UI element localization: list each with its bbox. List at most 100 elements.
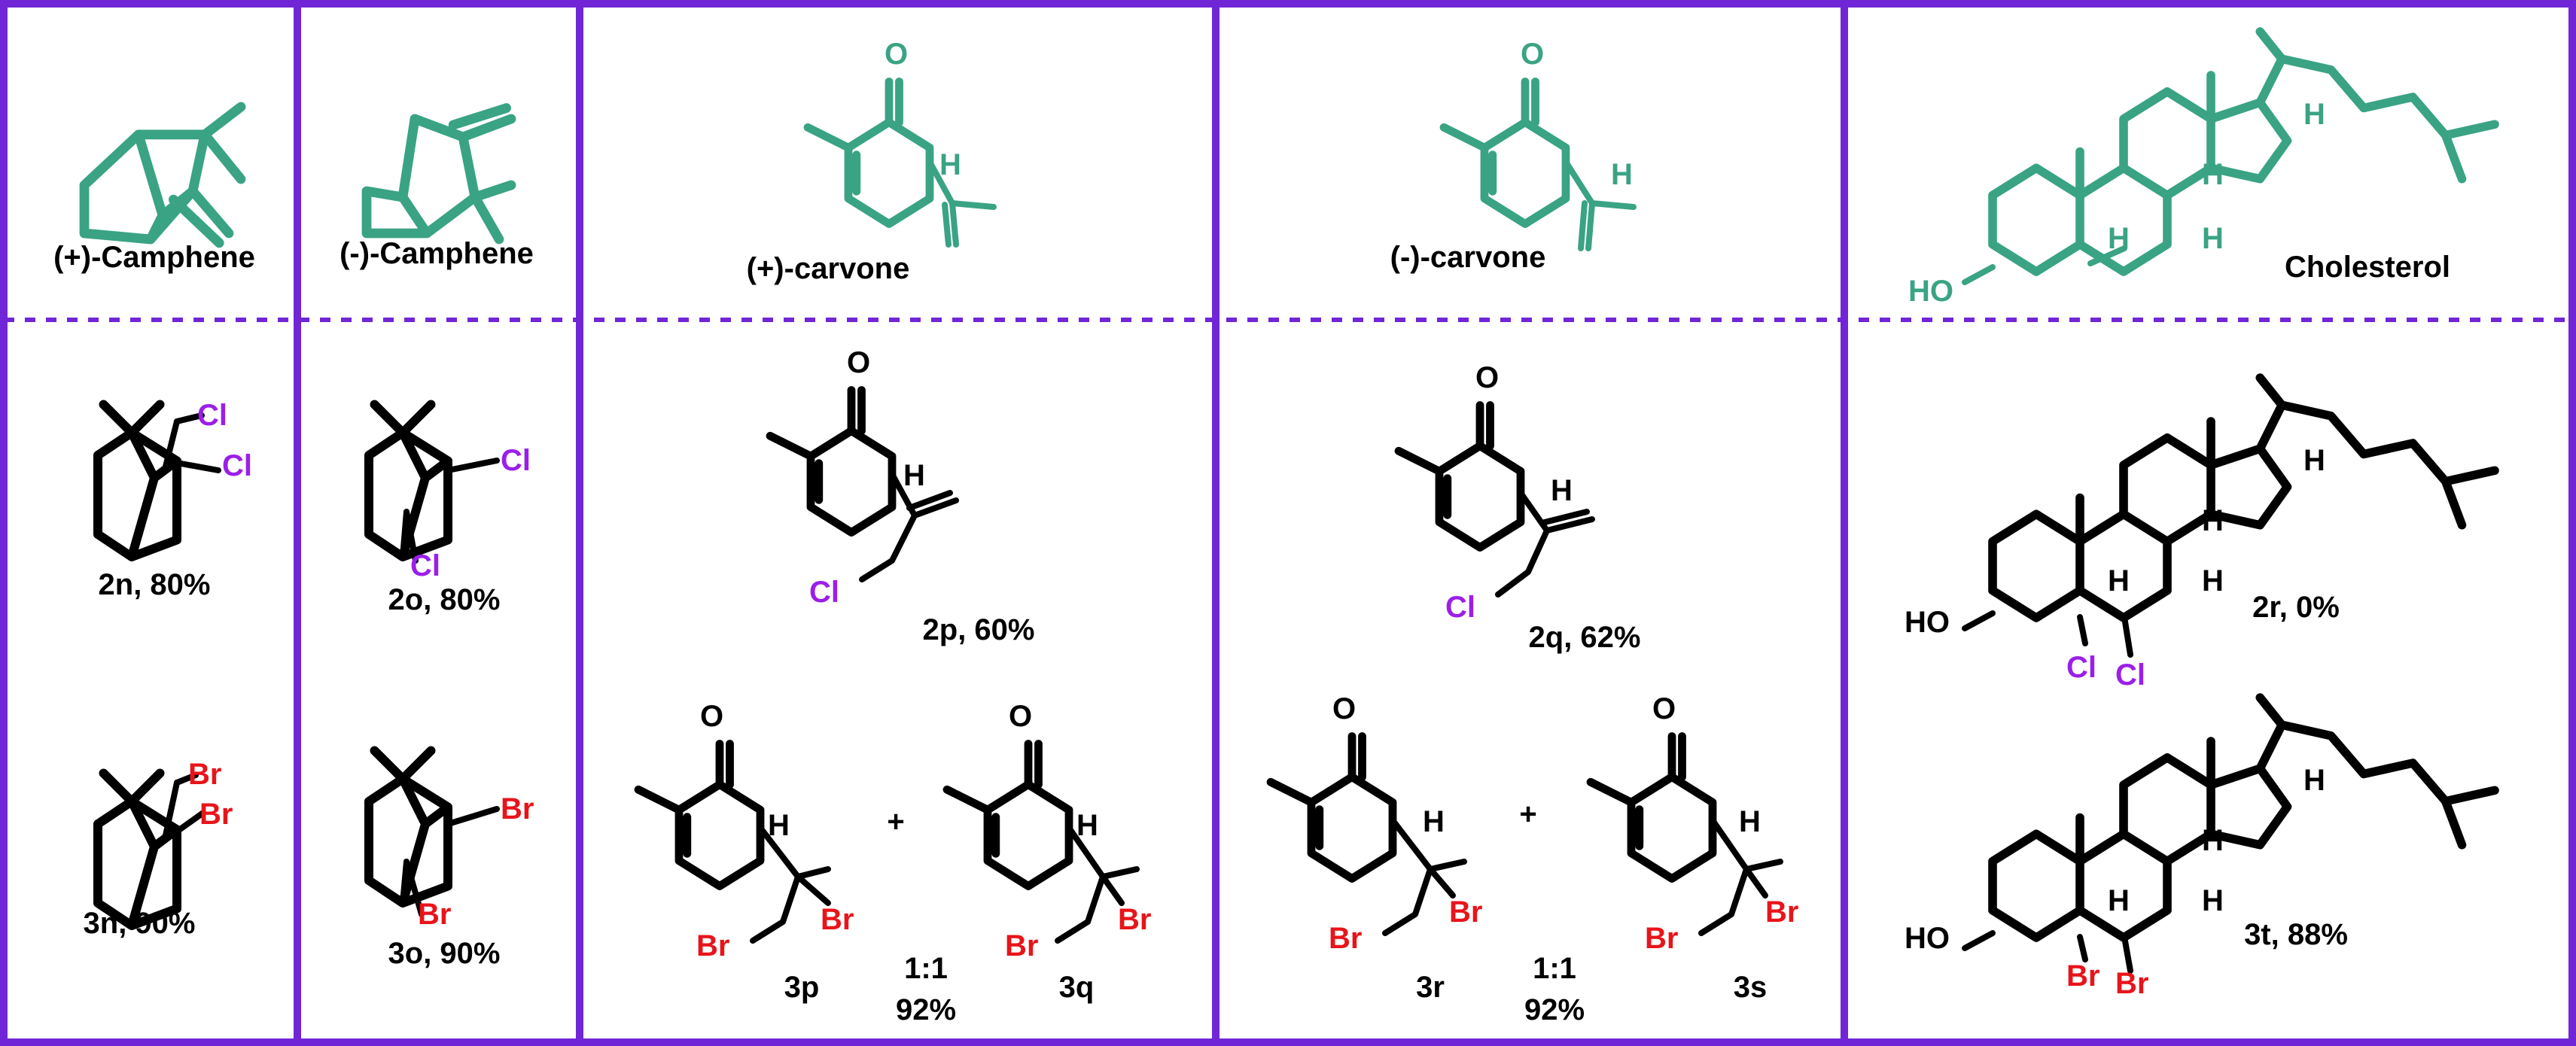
structure-2n — [98, 405, 177, 558]
atom-o: O — [1521, 38, 1544, 71]
atom-br: Br — [696, 929, 729, 962]
atom-h: H — [903, 459, 925, 492]
c3-hydroxyl-bond — [1962, 930, 1996, 951]
product-code: 3q — [1059, 971, 1095, 1004]
atom-h: H — [1076, 809, 1098, 842]
atom-o: O — [700, 700, 723, 733]
atom-br: Br — [2066, 959, 2099, 993]
column-cholesterol: HO H H H H Cholesterol HO H H H H Cl Cl … — [1905, 32, 2495, 1000]
atom-o: O — [885, 38, 908, 71]
structure-3q — [947, 744, 1069, 886]
atom-h: H — [2108, 222, 2130, 255]
structure-3p — [638, 744, 760, 886]
product-code: 3s — [1734, 971, 1768, 1004]
c5-cl-bond — [2077, 614, 2088, 646]
atom-br: Br — [1449, 895, 1482, 929]
product-code: 3r — [1416, 971, 1445, 1004]
c5-c6-double-bond — [2087, 245, 2127, 266]
atom-h: H — [2202, 884, 2224, 917]
compound-name: (-)-Camphene — [340, 237, 534, 270]
structure-3r — [1271, 737, 1393, 879]
atom-br: Br — [1118, 903, 1151, 936]
compound-name: (+)-Camphene — [53, 241, 255, 274]
c3-hydroxyl-bond — [1962, 264, 1996, 285]
atom-br: Br — [199, 798, 233, 831]
atom-h: H — [1423, 805, 1445, 838]
atom-h: H — [1739, 805, 1761, 838]
atom-br: Br — [501, 792, 534, 826]
compound-name: Cholesterol — [2285, 251, 2450, 284]
c6-br-bond — [2121, 934, 2133, 974]
structure-minus-carvone — [1444, 82, 1566, 224]
atom-ho: HO — [1905, 922, 1950, 955]
atom-h: H — [2202, 504, 2224, 537]
structure-2p — [770, 391, 892, 533]
bond-ch2br — [163, 780, 180, 838]
structure-2q — [1399, 406, 1521, 548]
compound-name: (-)-carvone — [1390, 241, 1546, 274]
atom-br: Br — [1645, 922, 1678, 955]
atom-o: O — [1475, 361, 1499, 394]
atom-h: H — [1611, 158, 1633, 191]
bond-ch2br-2 — [403, 859, 425, 917]
atom-h: H — [2108, 564, 2130, 597]
bromopropyl — [1698, 817, 1783, 936]
atom-h: H — [2202, 222, 2224, 255]
bond-br — [445, 806, 500, 827]
atom-h: H — [2202, 158, 2224, 191]
column-minus-camphene: (-)-Camphene Cl Cl 2o, 80% Br Br 3o, 90% — [340, 108, 534, 970]
product-code: 2r, 0% — [2252, 591, 2340, 624]
atom-h: H — [768, 809, 790, 842]
product-code: 2o, 80% — [388, 583, 501, 616]
product-code: 3p — [784, 971, 820, 1004]
structure-3t — [1993, 698, 2495, 938]
atom-h: H — [2202, 564, 2224, 597]
atom-br: Br — [2115, 967, 2148, 1000]
atom-h: H — [2303, 98, 2325, 131]
combined-yield: 92% — [896, 993, 956, 1026]
atom-o: O — [1332, 692, 1356, 725]
bond-cl — [174, 460, 221, 473]
atom-h: H — [2303, 444, 2325, 477]
atom-h: H — [1551, 474, 1573, 507]
bond-ch2cl-2 — [174, 412, 205, 424]
atom-cl: Cl — [809, 576, 839, 609]
structure-cholesterol — [1993, 32, 2495, 272]
c3-hydroxyl-bond — [1962, 610, 1996, 631]
column-plus-carvone: O H (+)-carvone O H Cl 2p, 60% O H Br Br… — [638, 38, 1151, 1026]
atom-cl: Cl — [1445, 591, 1475, 624]
product-code: 3o, 90% — [388, 937, 501, 970]
chloroallyl — [859, 471, 959, 582]
structure-2r — [1993, 378, 2495, 618]
atom-h: H — [2108, 884, 2130, 917]
isopropenyl — [1563, 159, 1637, 251]
structure-3s — [1591, 737, 1713, 879]
atom-cl: Cl — [222, 449, 252, 482]
atom-o: O — [1652, 692, 1676, 725]
atom-o: O — [847, 346, 870, 379]
atom-h: H — [2303, 764, 2325, 797]
structure-3n — [98, 774, 177, 926]
combined-yield: 92% — [1524, 993, 1585, 1026]
atom-h: H — [939, 148, 961, 181]
bond-br — [174, 810, 206, 835]
atom-cl: Cl — [501, 444, 531, 477]
atom-o: O — [1009, 700, 1032, 733]
atom-br: Br — [188, 758, 221, 791]
structure-3o — [369, 751, 448, 904]
plus-sign: + — [887, 805, 904, 838]
structure-minus-camphene — [367, 108, 511, 239]
compound-name: (+)-carvone — [747, 252, 910, 285]
atom-br: Br — [1329, 922, 1362, 955]
atom-h: H — [2202, 824, 2224, 857]
atom-br: Br — [1005, 929, 1038, 962]
product-code: 2p, 60% — [923, 613, 1035, 646]
atom-cl: Cl — [2066, 651, 2096, 684]
structure-plus-carvone — [808, 82, 930, 224]
bond-cl — [445, 458, 500, 473]
isomer-ratio: 1:1 — [1533, 952, 1576, 985]
bond-ch2br-2 — [174, 772, 199, 786]
atom-cl: Cl — [410, 549, 440, 582]
